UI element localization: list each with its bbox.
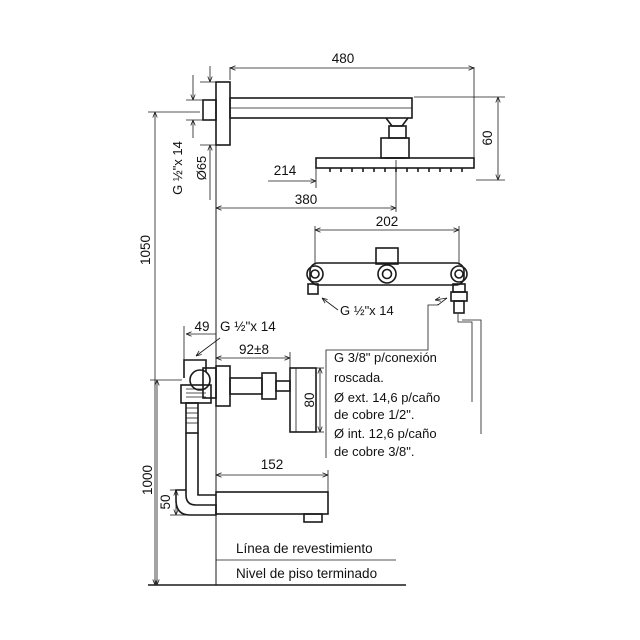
valve-assembly xyxy=(175,359,329,523)
dim-valve-depth: 92±8 xyxy=(239,342,269,357)
note-line-1: G 3/8" p/conexión xyxy=(334,350,437,365)
mixer-body xyxy=(306,247,468,314)
shower-head xyxy=(315,157,475,172)
mixer-thread-label: G ½"x 14 xyxy=(340,303,394,318)
dim-handle-height: 80 xyxy=(302,392,317,407)
dim-valve-offset: 49 xyxy=(194,319,209,334)
dim-shower-head-half: 214 xyxy=(274,163,297,178)
dim-spout-height: 50 xyxy=(158,494,173,509)
dim-mixer-width: 202 xyxy=(376,214,399,229)
note-block: G 3/8" p/conexión roscada. Ø ext. 14,6 p… xyxy=(334,350,440,459)
note-line-3: Ø ext. 14,6 p/caño xyxy=(334,390,440,405)
note-line-5: Ø int. 12,6 p/caño xyxy=(334,426,437,441)
dim-arm-thread: G ½"x 14 xyxy=(170,141,185,195)
dim-valve-height: 1000 xyxy=(140,465,155,495)
dim-arm-height: 60 xyxy=(480,130,495,145)
dim-flange-diameter: Ø65 xyxy=(194,156,209,181)
floor-line-label: Nivel de piso terminado xyxy=(236,566,377,581)
note-line-4: de cobre 1/2". xyxy=(334,407,415,422)
note-line-6: de cobre 3/8". xyxy=(334,444,415,459)
valve-thread-label: G ½"x 14 xyxy=(220,319,276,334)
shower-arm xyxy=(202,81,413,159)
dim-shower-center: 380 xyxy=(295,192,318,207)
dim-arm-length: 480 xyxy=(332,51,355,66)
dim-spout-length: 152 xyxy=(261,457,284,472)
dim-total-height: 1050 xyxy=(138,235,153,265)
note-line-2: roscada. xyxy=(334,370,384,385)
wall-line-label: Línea de revestimiento xyxy=(236,541,373,556)
